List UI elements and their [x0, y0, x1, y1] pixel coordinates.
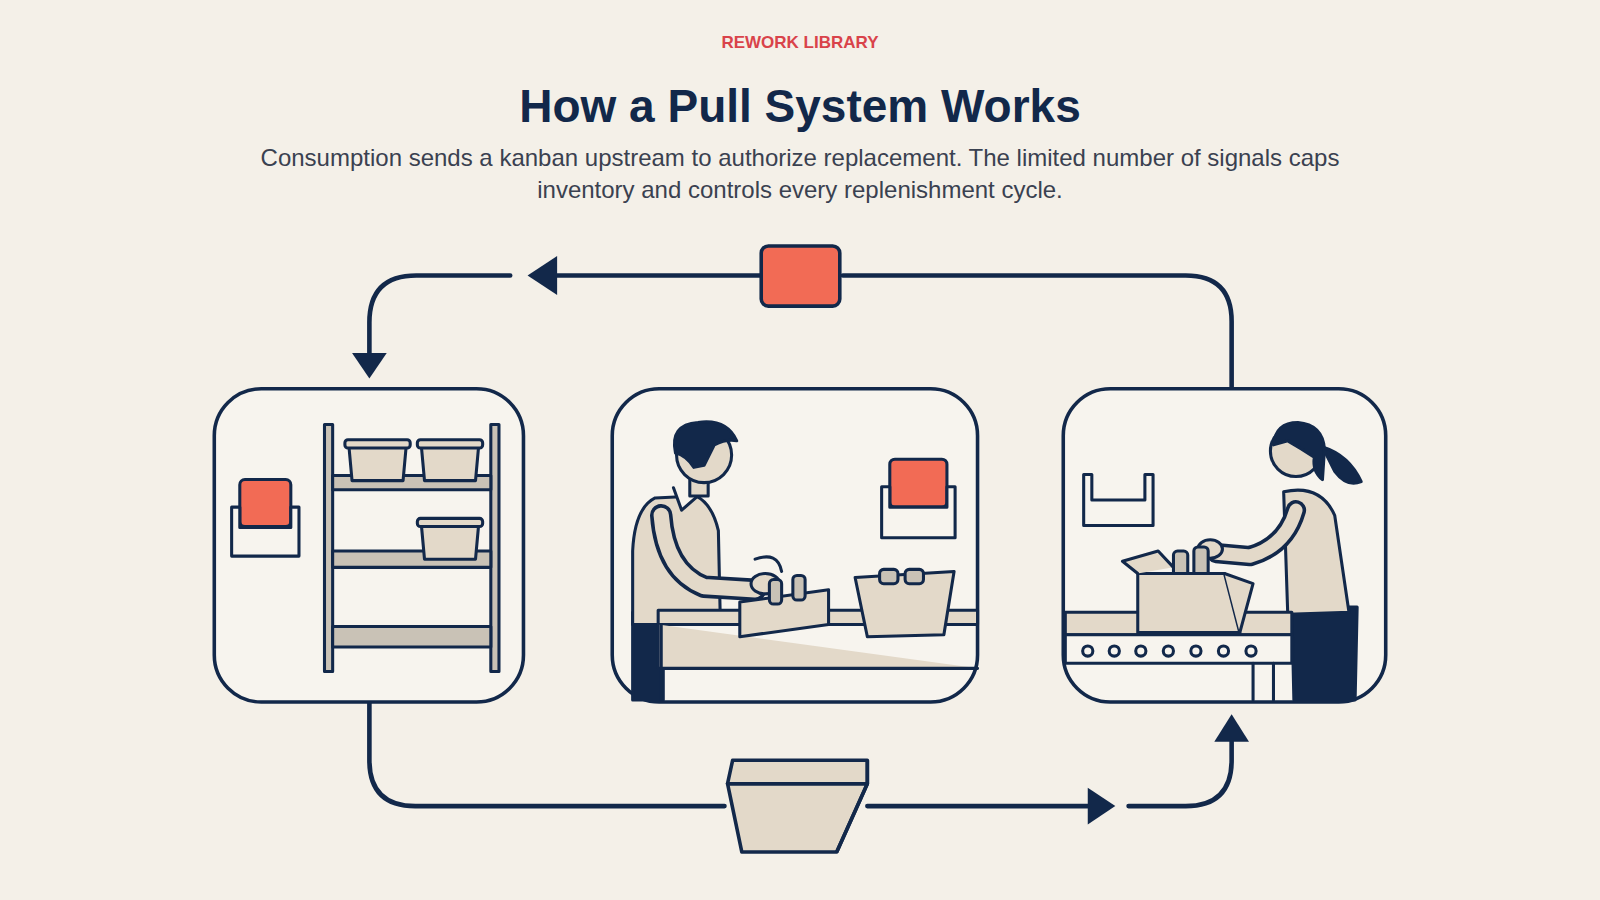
kanban-card — [761, 246, 840, 306]
customer-panel — [1063, 389, 1385, 702]
eyebrow-label: REWORK LIBRARY — [500, 33, 1100, 53]
delivery-basket — [728, 760, 868, 852]
delivery-line — [369, 702, 724, 806]
supplier-panel — [612, 389, 977, 702]
arrow-head — [1088, 788, 1116, 825]
diagram-title: How a Pull System Works — [300, 78, 1300, 134]
supermarket-panel — [214, 389, 523, 702]
customer-worker — [1065, 422, 1361, 700]
kanban-return-line — [369, 276, 510, 354]
diagram-caption: Consumption sends a kanban upstream to a… — [250, 142, 1350, 206]
supplier-worker — [633, 422, 978, 700]
arrow-head — [528, 256, 558, 295]
delivery-line — [867, 804, 1087, 809]
arrow-head — [352, 353, 387, 379]
kanban-return-line — [843, 276, 1232, 389]
kanban-return-line — [556, 273, 761, 278]
delivery-line — [1129, 741, 1232, 806]
arrow-head — [1214, 714, 1249, 742]
supermarket-shelf — [232, 424, 499, 671]
